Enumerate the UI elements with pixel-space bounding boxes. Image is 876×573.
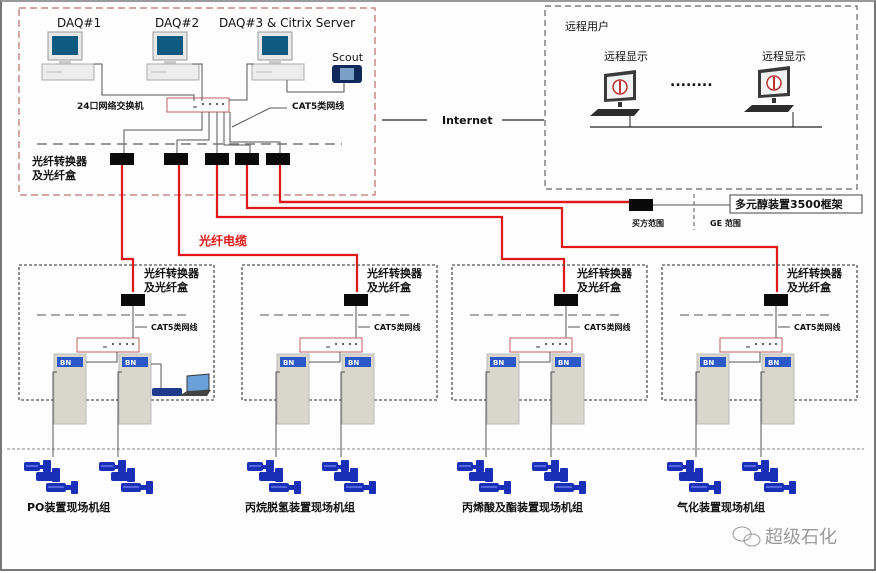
converter-label: 及光纤盒	[144, 280, 189, 294]
desktop-computer-icon	[41, 31, 95, 81]
fiber-converter-icon	[764, 294, 788, 306]
pump-unit-icon	[321, 459, 377, 495]
monitor-cabinet-icon	[53, 353, 87, 425]
desktop-computer-icon	[146, 31, 200, 81]
converter-label: 及光纤盒	[787, 280, 832, 294]
station-label: DAQ#2	[155, 16, 199, 30]
monitor-cabinet-icon	[276, 353, 310, 425]
station-label: DAQ#3 & Citrix Server	[219, 16, 355, 30]
pump-unit-icon	[23, 459, 79, 495]
cable-label: CAT5类网线	[374, 322, 420, 332]
remote-users-boundary	[544, 5, 858, 190]
internet-label: Internet	[442, 114, 493, 127]
monitor-cabinet-icon	[761, 353, 795, 425]
converter-label: 光纤转换器	[366, 266, 423, 280]
scout-device-icon	[332, 65, 362, 83]
fiber-cables	[120, 165, 779, 292]
monitor-cabinet-icon	[341, 353, 375, 425]
remote-users-title: 远程用户	[565, 19, 609, 33]
pump-unit-icon	[456, 459, 512, 495]
converter-label: 及光纤盒	[32, 168, 77, 182]
field-station-boundary	[18, 264, 215, 401]
rack-label: 多元醇装置3500框架	[735, 197, 843, 211]
watermark-text: 超级石化	[765, 527, 837, 548]
fiber-converter-icon	[629, 199, 653, 211]
pump-unit-icon	[98, 459, 154, 495]
unit-group-label: 丙烯酸及酯装置现场机组	[462, 500, 583, 514]
converter-label: 及光纤盒	[577, 280, 622, 294]
network-switch-icon	[509, 337, 573, 353]
remote-monitor-icon	[743, 65, 795, 113]
fiber-converter-icon	[164, 153, 188, 165]
fiber-cable-label: 光纤电缆	[198, 233, 247, 248]
ethernet-links	[94, 63, 345, 154]
unit-group-label: 丙烷脱氢装置现场机组	[245, 500, 355, 514]
station-label: DAQ#1	[57, 16, 101, 30]
ge-scope-label: GE 范围	[710, 218, 741, 228]
field-station-boundary	[241, 264, 438, 401]
pump-unit-icon	[741, 459, 797, 495]
fiber-converter-icon	[554, 294, 578, 306]
converter-label: 光纤转换器	[31, 154, 88, 168]
cable-label: CAT5类网线	[794, 322, 840, 332]
desktop-computer-icon	[251, 31, 305, 81]
buyer-scope-label: 买方范围	[632, 218, 664, 228]
fiber-converter-icon	[344, 294, 368, 306]
fiber-converter-icon	[121, 294, 145, 306]
converter-label: 光纤转换器	[143, 266, 200, 280]
monitor-cabinet-icon	[551, 353, 585, 425]
unit-group-label: PO装置现场机组	[27, 500, 110, 514]
monitor-cabinet-icon	[696, 353, 730, 425]
laptop-icon	[151, 363, 211, 396]
network-switch-icon	[299, 337, 363, 353]
remote-monitor-icon	[589, 69, 641, 117]
cable-label: CAT5类网线	[292, 100, 344, 112]
ellipsis: ........	[670, 74, 713, 90]
cable-label: CAT5类网线	[584, 322, 630, 332]
converter-label: 光纤转换器	[786, 266, 843, 280]
pump-unit-icon	[531, 459, 587, 495]
scout-label: Scout	[332, 51, 364, 64]
network-switch-icon	[719, 337, 783, 353]
fiber-converter-icon	[266, 153, 290, 165]
wechat-icon	[732, 526, 761, 547]
monitor-cabinet-icon	[486, 353, 520, 425]
fiber-converter-icon	[205, 153, 229, 165]
control-room-boundary	[18, 7, 376, 196]
converter-label: 及光纤盒	[367, 280, 412, 294]
network-switch-icon	[166, 97, 230, 113]
field-station-boundary	[661, 264, 858, 401]
cable-label: CAT5类网线	[151, 322, 197, 332]
monitor-cabinet-icon	[118, 353, 152, 425]
converter-label: 光纤转换器	[576, 266, 633, 280]
rack-3500-box: 多元醇装置3500框架	[729, 194, 863, 214]
unit-group-label: 气化装置现场机组	[676, 500, 765, 514]
switch-label: 24口网络交换机	[77, 100, 144, 112]
remote-display-label: 远程显示	[604, 50, 648, 63]
fiber-converter-icon	[235, 153, 259, 165]
network-switch-icon	[76, 337, 140, 353]
fiber-converter-icon	[110, 153, 134, 165]
pump-unit-icon	[246, 459, 302, 495]
pump-unit-icon	[666, 459, 722, 495]
field-station-boundary	[451, 264, 648, 401]
remote-display-label: 远程显示	[762, 50, 806, 63]
